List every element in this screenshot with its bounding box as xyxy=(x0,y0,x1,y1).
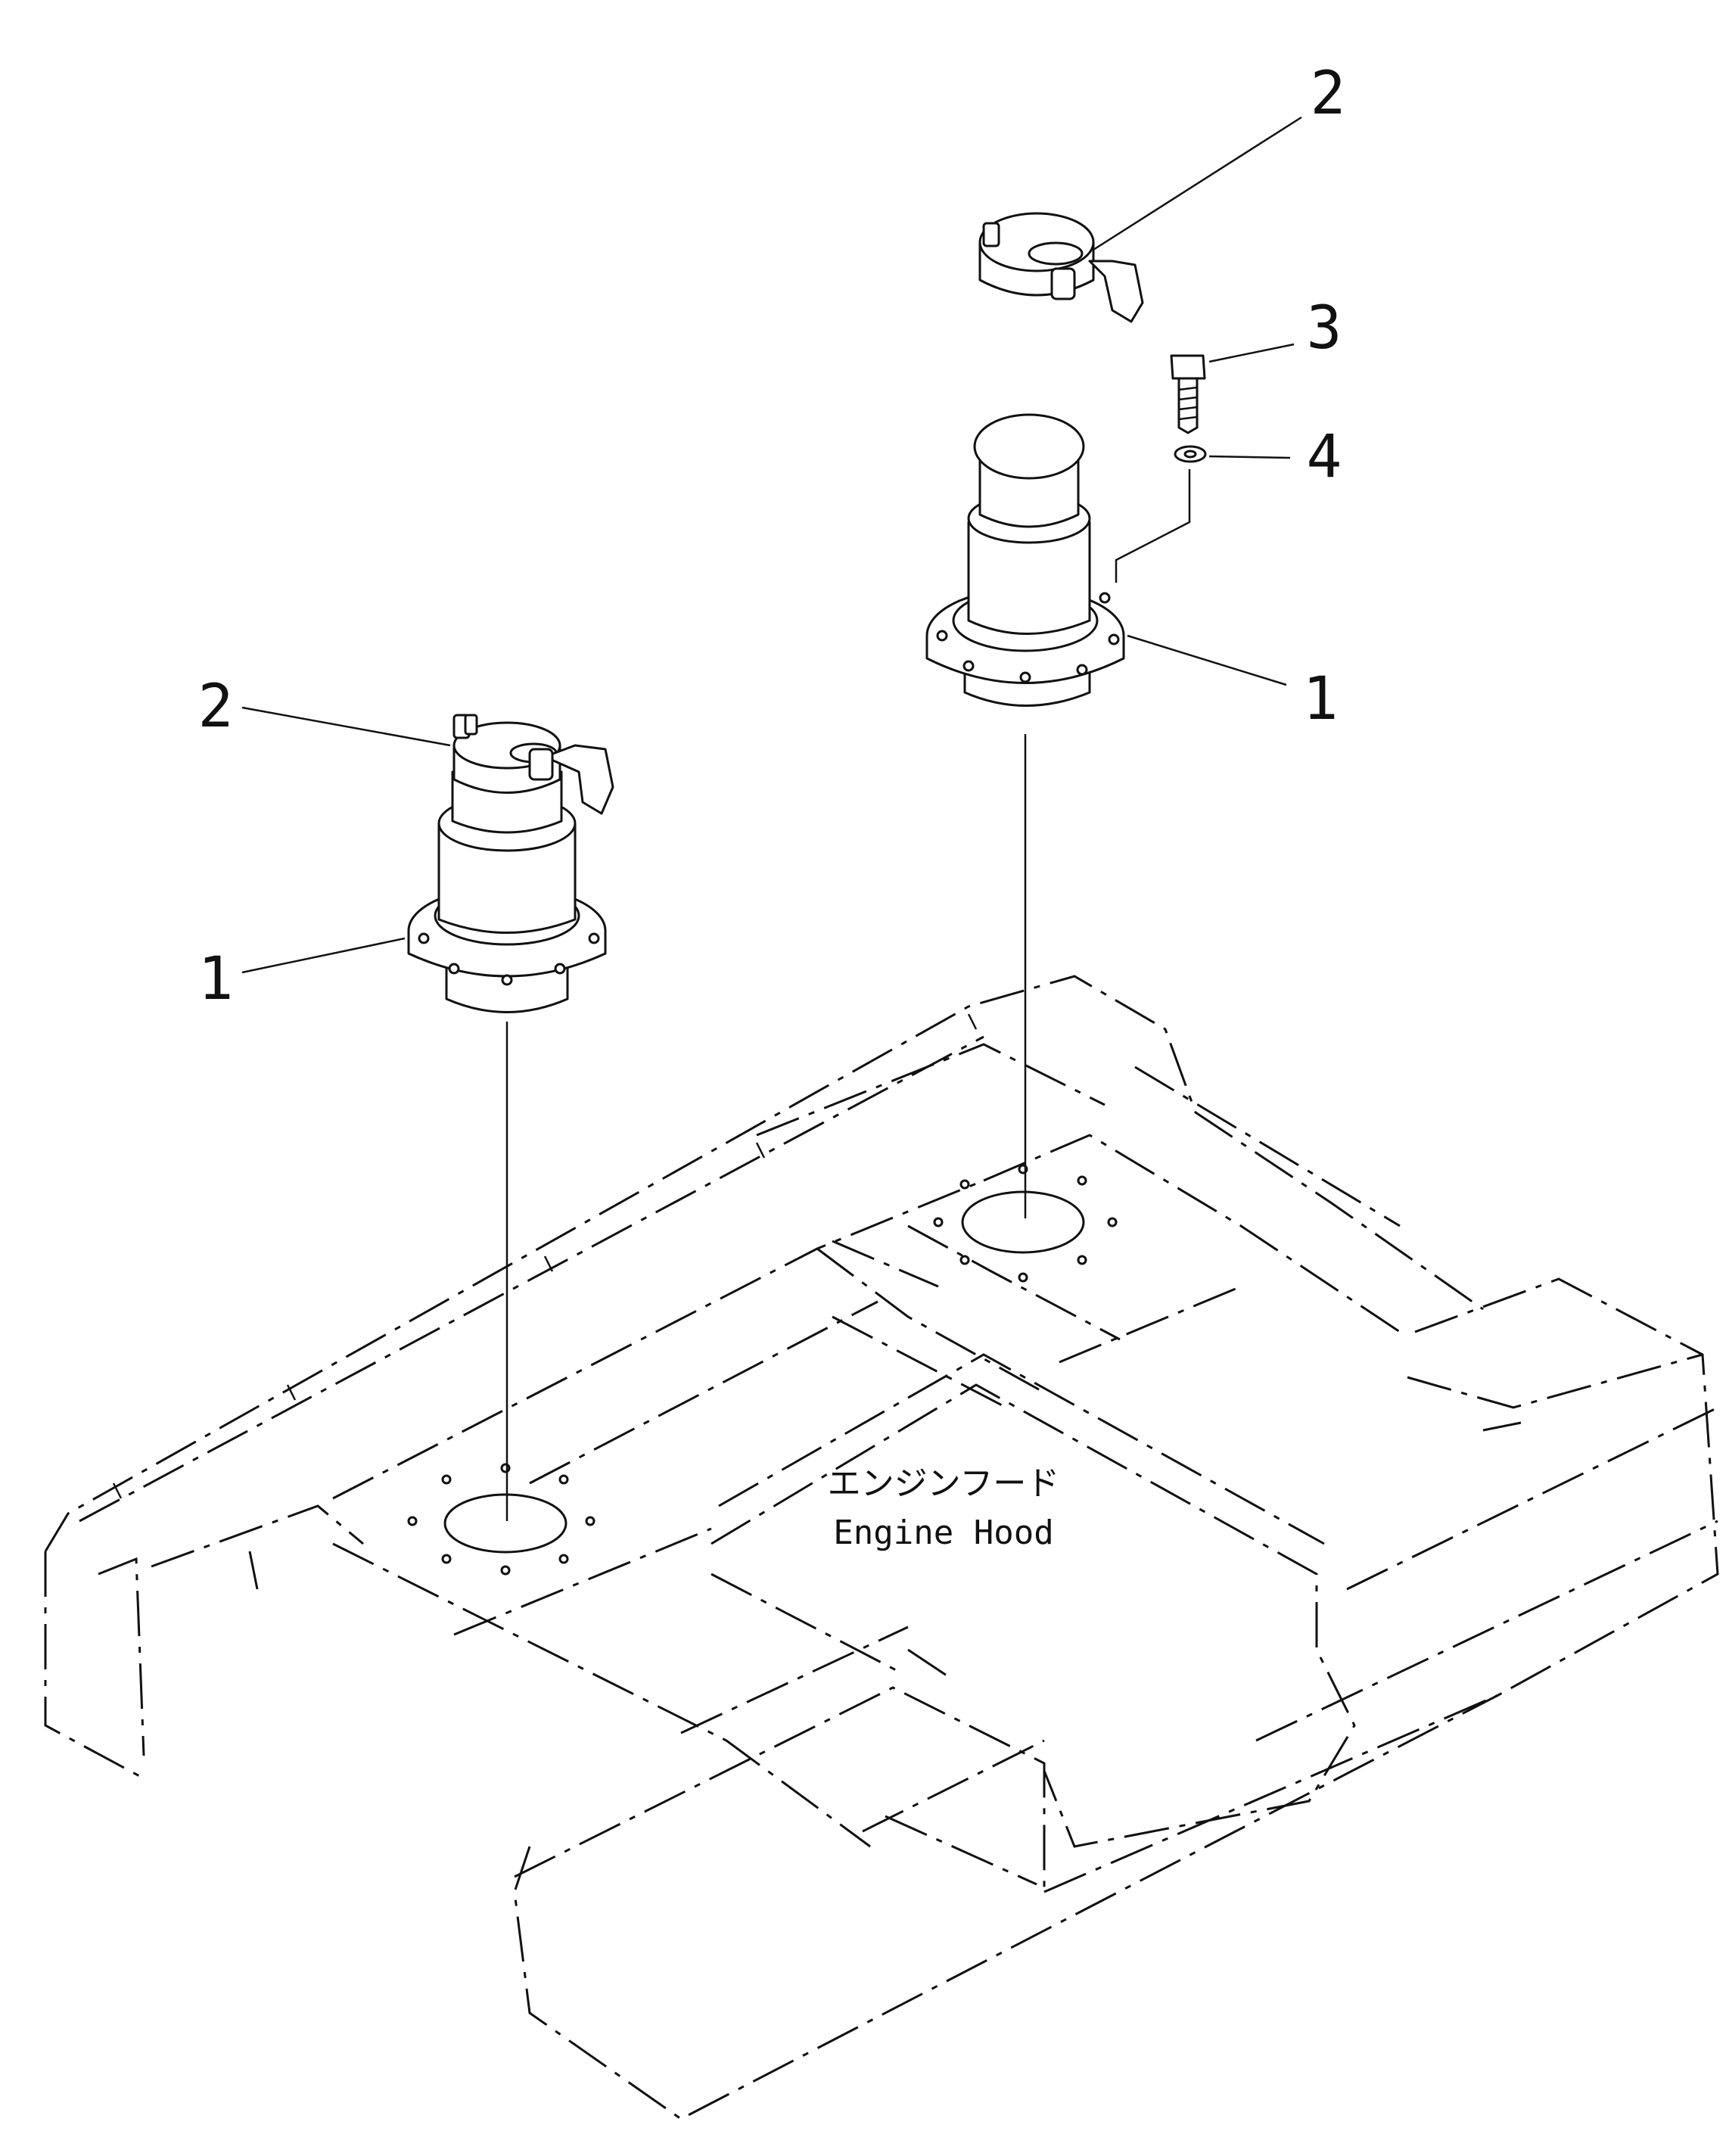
callout-2-left: 2 xyxy=(198,673,234,741)
precleaner-left xyxy=(407,770,607,1013)
flange-bolt-holes-right xyxy=(936,592,1120,683)
callout-4: 4 xyxy=(1307,423,1342,491)
leader-lines xyxy=(241,116,1302,974)
hood-label-en: Engine Hood xyxy=(833,1514,1053,1552)
right-mount-opening xyxy=(961,1190,1085,1254)
callout-3: 3 xyxy=(1307,294,1342,362)
flange-bolt-holes-left xyxy=(418,932,600,986)
callout-1-right: 1 xyxy=(1303,665,1339,733)
hood-label-jp: エンジンフード xyxy=(828,1464,1060,1503)
callout-1-left: 1 xyxy=(198,945,234,1013)
left-mount-opening xyxy=(443,1493,568,1554)
precleaner-right xyxy=(925,413,1125,707)
washer-part4 xyxy=(1174,445,1207,463)
clamp-right xyxy=(978,212,1144,323)
engine-hood: エンジンフード Engine Hood xyxy=(44,975,1719,2120)
right-mount-bolt-holes xyxy=(933,1164,1118,1283)
callout-2-top: 2 xyxy=(1311,60,1346,128)
clamp-left xyxy=(452,714,614,815)
bolt-assembly-line xyxy=(1115,469,1191,583)
bolt-part3 xyxy=(1170,354,1206,434)
